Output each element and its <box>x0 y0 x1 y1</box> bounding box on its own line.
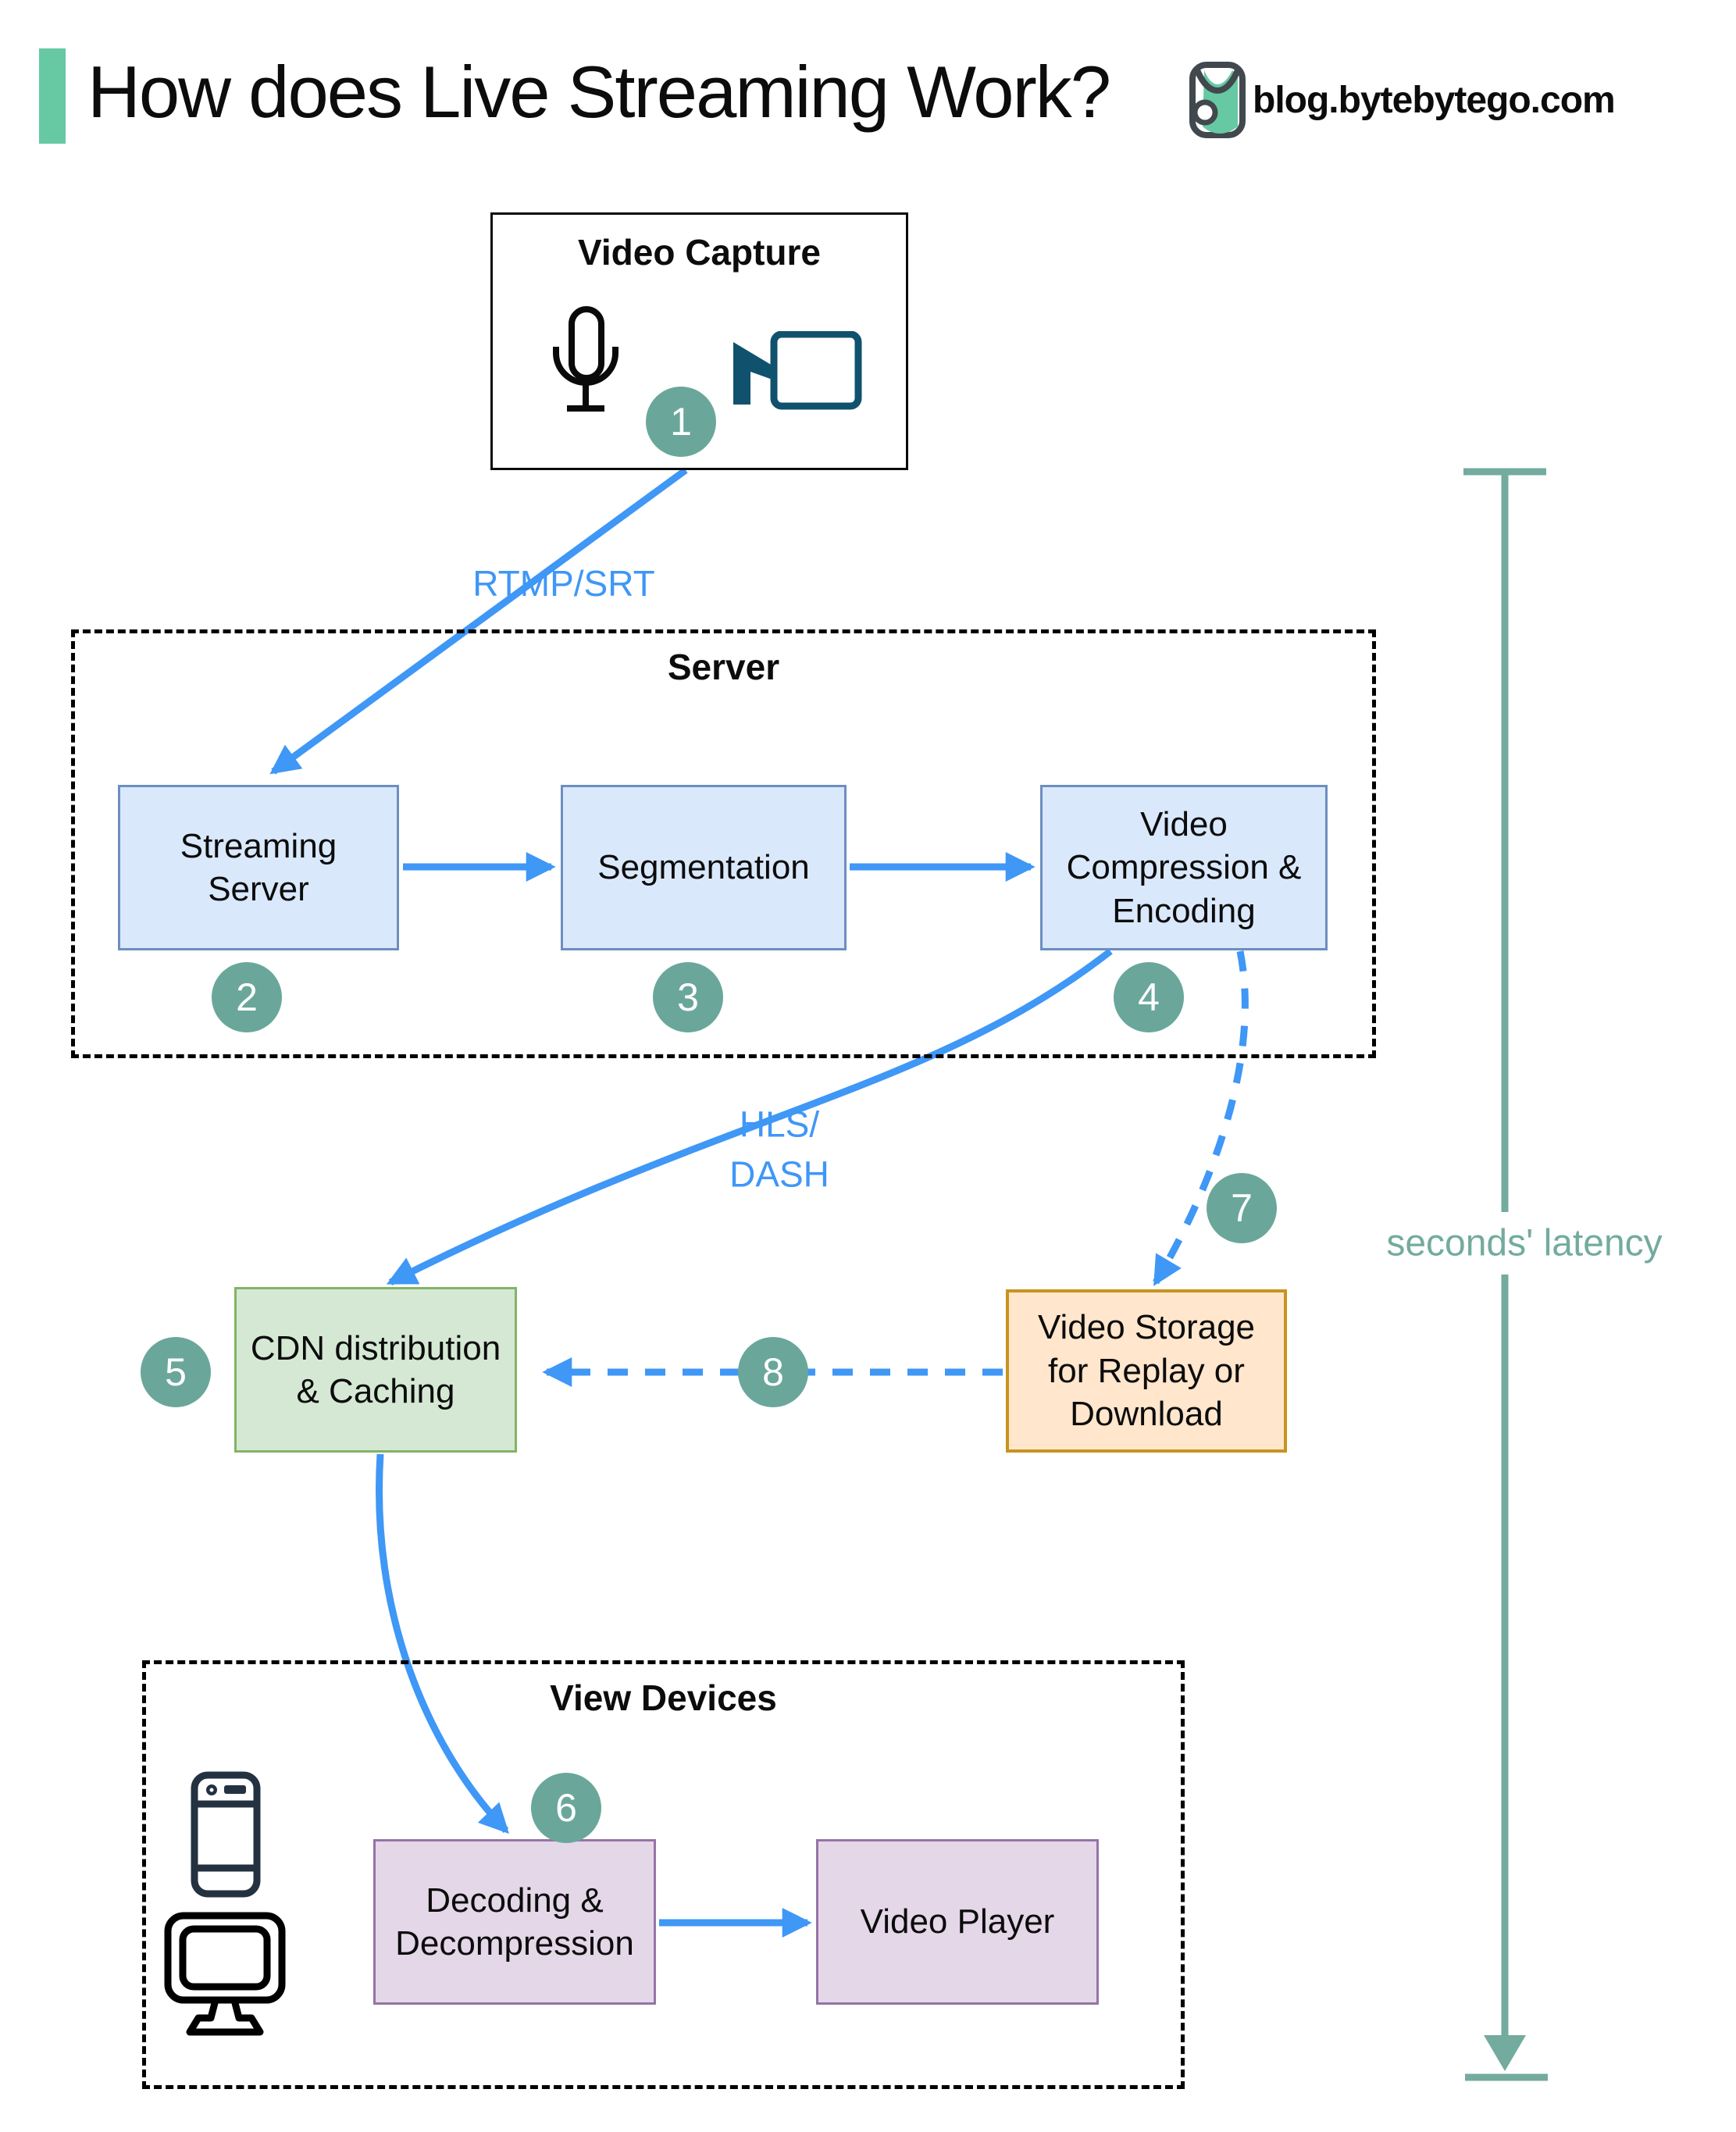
latency-label: seconds' latency <box>1386 1222 1663 1264</box>
title-accent-bar <box>39 48 66 144</box>
hls-dash-label: HLS/ DASH <box>729 1103 829 1195</box>
bytebytego-logo <box>1189 62 1246 138</box>
microphone-icon <box>553 306 618 412</box>
edge-compression-to-storage-dashed <box>1153 950 1249 1286</box>
step-circle-4: 4 <box>1114 962 1184 1032</box>
latency-ruler <box>1463 468 1548 2081</box>
segmentation-box: Segmentation <box>561 785 847 950</box>
edge-capture-to-streaming-server <box>269 467 688 775</box>
edge-compression-to-cdn <box>386 948 1113 1286</box>
edge-cdn-to-decoding <box>376 1453 509 1834</box>
view-devices-group: View Devices <box>142 1660 1185 2089</box>
step-circle-3: 3 <box>653 962 723 1032</box>
step-circle-6: 6 <box>531 1773 601 1843</box>
step-circle-1: 1 <box>646 387 716 457</box>
view-devices-group-label: View Devices <box>550 1677 777 1718</box>
decoding-box: Decoding & Decompression <box>373 1839 656 2005</box>
page-title: How does Live Streaming Work? <box>87 51 1111 133</box>
site-url: blog.bytebytego.com <box>1253 80 1616 121</box>
video-camera-icon <box>733 331 862 410</box>
server-group-label: Server <box>667 647 780 687</box>
video-player-box: Video Player <box>816 1839 1099 2005</box>
video-compression-box: Video Compression & Encoding <box>1040 785 1328 950</box>
cdn-box: CDN distribution & Caching <box>234 1287 517 1453</box>
smartphone-icon <box>191 1771 261 1898</box>
step-circle-8: 8 <box>738 1337 808 1407</box>
streaming-server-box: Streaming Server <box>118 785 399 950</box>
video-storage-box: Video Storage for Replay or Download <box>1006 1289 1287 1453</box>
rtmp-srt-label: RTMP/SRT <box>472 562 655 604</box>
step-circle-7: 7 <box>1207 1173 1277 1243</box>
video-capture-label: Video Capture <box>578 232 821 273</box>
desktop-monitor-icon <box>164 1912 286 2036</box>
server-group: Server <box>71 629 1376 1058</box>
step-circle-2: 2 <box>212 962 282 1032</box>
step-circle-5: 5 <box>141 1337 211 1407</box>
